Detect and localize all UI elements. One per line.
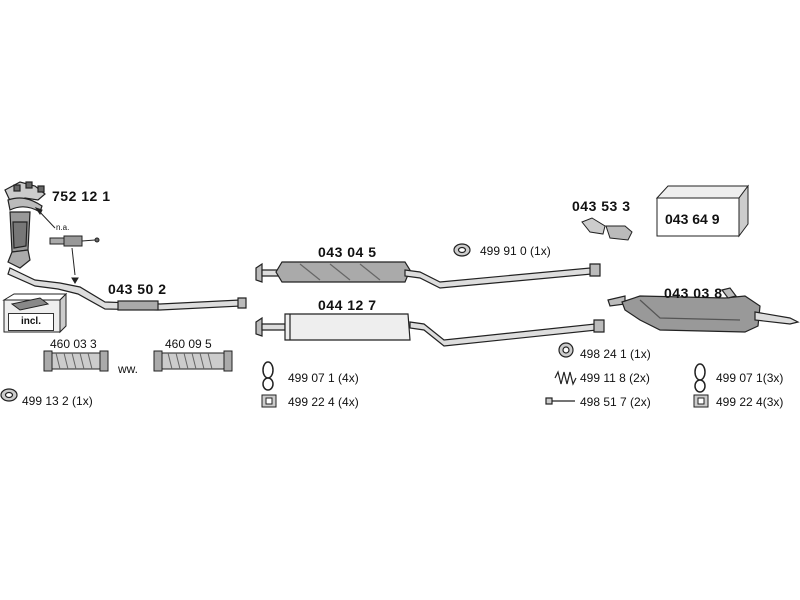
gasket-ring-icon (0, 388, 18, 402)
label-499224-a: 499 22 4 (4x) (288, 395, 359, 409)
label-499071-b: 499 07 1(3x) (716, 371, 784, 385)
ring-498241-icon (558, 342, 574, 358)
label-498517: 498 51 7 (2x) (580, 395, 651, 409)
middle-silencer-044127 (255, 313, 605, 347)
label-043649: 043 64 9 (665, 211, 720, 227)
rear-silencer (607, 287, 800, 333)
label-na: n.a. (56, 223, 70, 232)
connector-pipes (581, 217, 633, 241)
label-043038: 043 03 8 (664, 285, 723, 301)
middle-silencer-043045 (255, 261, 601, 289)
manifold-catalyst (4, 181, 46, 269)
label-498241: 498 24 1 (1x) (580, 347, 651, 361)
bolt-icon (545, 397, 575, 405)
label-499224-b: 499 22 4(3x) (716, 395, 784, 409)
front-pipe (7, 267, 247, 311)
label-incl: incl. (8, 313, 54, 331)
label-499910: 499 91 0 (1x) (480, 244, 551, 258)
label-752121: 752 12 1 (52, 188, 111, 204)
label-ww: ww. (118, 362, 139, 376)
flex-pipe-460033 (43, 350, 109, 372)
clamp-icon-2 (693, 394, 709, 408)
label-044127: 044 12 7 (318, 297, 377, 313)
label-499071-a: 499 07 1 (4x) (288, 371, 359, 385)
kit-box (655, 184, 749, 238)
rubber-hanger-icon (262, 361, 274, 391)
label-043502: 043 50 2 (108, 281, 167, 297)
label-043533: 043 53 3 (572, 198, 631, 214)
label-460095: 460 09 5 (165, 337, 212, 351)
flex-pipe-460095 (153, 350, 233, 372)
label-043045: 043 04 5 (318, 244, 377, 260)
label-460033: 460 03 3 (50, 337, 97, 351)
seal-ring-icon (453, 243, 471, 257)
label-499118: 499 11 8 (2x) (580, 371, 650, 385)
rubber-hanger-icon-2 (694, 363, 706, 393)
spring-icon (554, 370, 577, 386)
oxygen-sensor (34, 207, 100, 284)
clamp-icon (261, 394, 277, 408)
label-499132: 499 13 2 (1x) (22, 394, 93, 408)
